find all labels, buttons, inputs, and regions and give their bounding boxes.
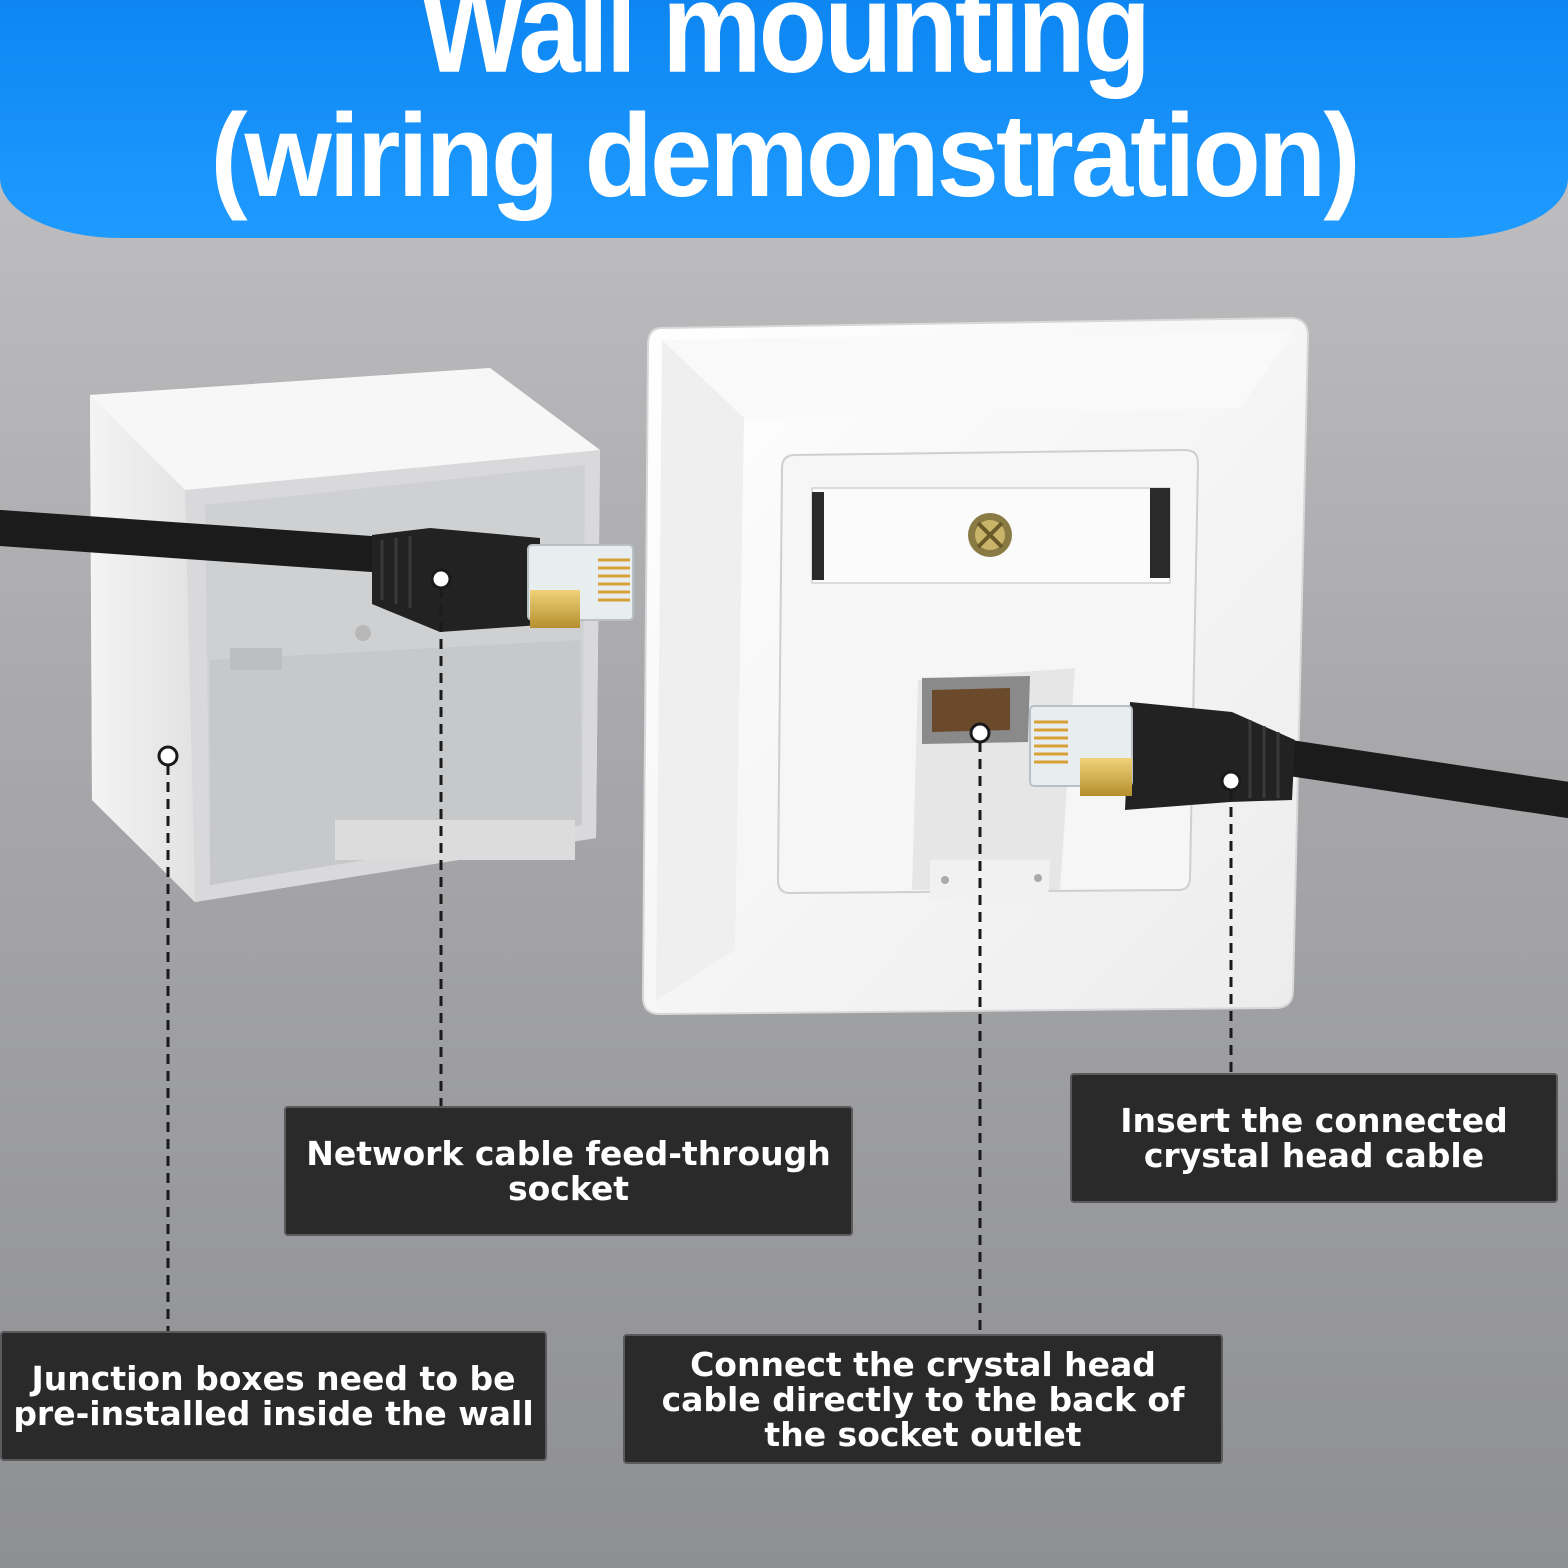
leader-dot-junction-box bbox=[157, 745, 179, 767]
callout-connect-back-line-1: Connect the crystal head bbox=[690, 1344, 1156, 1384]
leader-dot-feedthrough bbox=[430, 568, 452, 590]
ethernet-cable-icon bbox=[0, 510, 418, 574]
leader-dot-connect-back bbox=[969, 722, 991, 744]
callout-insert-cable: Insert the connected crystal head cable bbox=[1070, 1073, 1558, 1203]
callout-feedthrough-line-2: socket bbox=[507, 1169, 630, 1208]
callout-insert-cable-line-2: crystal head cable bbox=[1143, 1136, 1485, 1175]
title-line-1: Wall mounting bbox=[419, 0, 1151, 100]
title-line-2: (wiring demonstration) bbox=[210, 89, 1360, 222]
title-banner: Wall mounting (wiring demonstration) bbox=[0, 0, 1568, 238]
rj45-connector-icon bbox=[372, 528, 634, 632]
wall-socket-plate-icon bbox=[641, 316, 1310, 1016]
callout-connect-back-line-2: cable directly to the back of bbox=[661, 1379, 1185, 1419]
callout-feedthrough-line-1: Network cable feed-through bbox=[306, 1134, 831, 1173]
callout-connect-back: Connect the crystal head cable directly … bbox=[623, 1334, 1223, 1464]
callout-junction-box: Junction boxes need to be pre-installed … bbox=[0, 1331, 547, 1461]
callout-feedthrough: Network cable feed-through socket bbox=[284, 1106, 853, 1236]
leader-dot-insert-cable bbox=[1220, 770, 1242, 792]
callout-junction-box-line-2: pre-installed inside the wall bbox=[13, 1394, 534, 1433]
callout-connect-back-line-3: the socket outlet bbox=[764, 1414, 1082, 1454]
ethernet-cable-icon bbox=[1272, 740, 1568, 818]
rj45-connector-icon bbox=[1029, 702, 1295, 810]
callout-insert-cable-line-1: Insert the connected bbox=[1120, 1101, 1508, 1140]
callout-junction-box-line-1: Junction boxes need to be bbox=[31, 1359, 516, 1398]
